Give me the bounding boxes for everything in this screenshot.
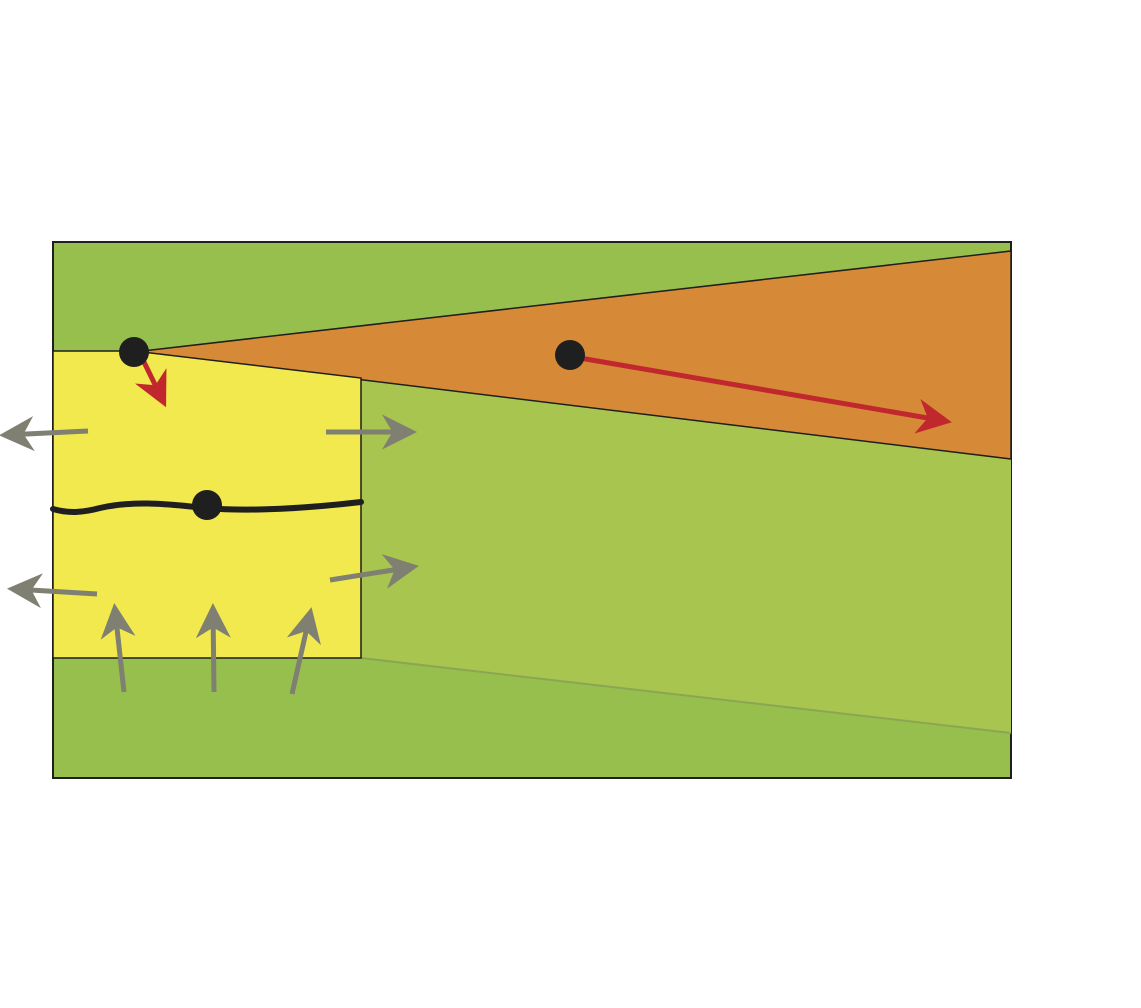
gray-arrow-left-upper — [0, 416, 89, 452]
gray-arrow-up-2 — [195, 603, 231, 693]
red-arrow-long — [579, 355, 952, 434]
light-green-region — [361, 378, 1011, 733]
dot-wedge — [555, 340, 585, 370]
gray-arrow-up-1 — [100, 603, 136, 693]
gray-arrow-right-lower — [329, 554, 419, 589]
interface-curve — [50, 499, 364, 515]
red-arrow-short — [134, 358, 167, 408]
gray-arrow-left-lower — [7, 573, 98, 609]
dot-curve — [192, 490, 222, 520]
light-green-lower-edge — [360, 657, 1012, 734]
gray-arrow-up-3 — [286, 607, 321, 695]
dot-corner — [119, 337, 149, 367]
